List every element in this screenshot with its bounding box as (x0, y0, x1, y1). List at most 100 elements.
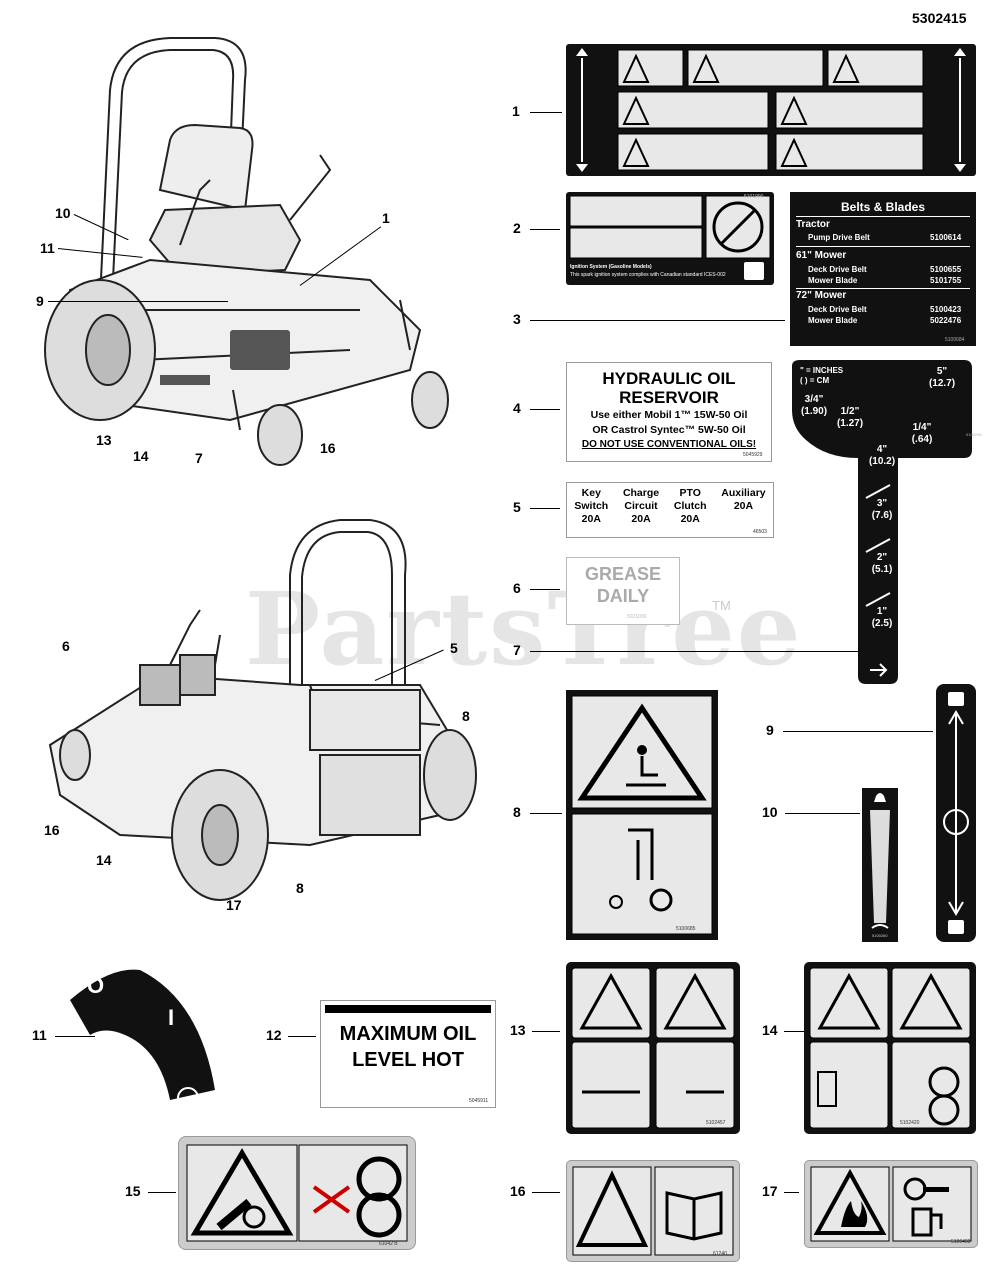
callout-top-13: 13 (96, 432, 112, 448)
ref-6: 6 (513, 580, 521, 596)
decal-7-tick-5: 5"(12.7) (928, 366, 956, 389)
decal-15-safety: 61042 B (178, 1136, 416, 1250)
decal-6-grease-daily: GREASE DAILY 5021036 (566, 557, 680, 625)
ref-5: 5 (513, 499, 521, 515)
ref-9: 9 (766, 722, 774, 738)
callout-top-7: 7 (195, 450, 203, 466)
decal-16-icons (572, 1166, 734, 1256)
decal-7-tick-4: 4"(10.2) (868, 444, 896, 467)
callout-top-16: 16 (320, 440, 336, 456)
part-number: 5302415 (912, 10, 967, 26)
decal-11-on: I (168, 1005, 175, 1030)
decal-3-row-61-belt-pn: 5100655 (930, 265, 962, 274)
decal-7-legend1: " = INCHES (800, 366, 844, 375)
decal-12-line2: LEVEL HOT (352, 1049, 464, 1071)
ref-14: 14 (762, 1022, 778, 1038)
decal-14-safety: 5102420 (804, 962, 976, 1134)
decal-3-code: 5100684 (945, 337, 965, 343)
decal-12-max-oil: MAXIMUM OIL LEVEL HOT 5045911 (320, 1000, 496, 1108)
decal-17-icons (810, 1166, 972, 1242)
decal-7-tick-34: 3/4"(1.90) (800, 394, 828, 417)
ref-7: 7 (513, 642, 521, 658)
decal-2-code: 5101990 (744, 194, 764, 200)
decal-9-parking-brake (936, 684, 976, 942)
decal-3-row-61-belt-name: Deck Drive Belt (808, 265, 867, 274)
decal-8-rollover: 5100685 (566, 690, 718, 940)
decal-3-row-61-blade-name: Mower Blade (808, 276, 858, 285)
decal-4-line5: DO NOT USE CONVENTIONAL OILS! (581, 439, 757, 450)
callout-top-14: 14 (133, 448, 149, 464)
decal-6-line2: DAILY (596, 586, 650, 606)
decal-8-icons (571, 695, 713, 935)
decal-16-safety: 61240 (566, 1160, 740, 1262)
decal-2-safety: 5101990 Ignition System (Gasoline Models… (566, 192, 774, 285)
decal-11-off: O (87, 973, 105, 998)
ref-17: 17 (762, 1183, 778, 1199)
decal-3-heading-61: 61" Mower (796, 250, 847, 261)
decal-3-row-pump-pn: 5100614 (930, 233, 962, 242)
decal-12-code: 5045911 (469, 1098, 489, 1104)
ref-16: 16 (510, 1183, 526, 1199)
callout-top-9: 9 (36, 293, 44, 309)
decal-2-footer-text: This spark ignition system complies with… (570, 272, 726, 278)
decal-3-row-72-belt-name: Deck Drive Belt (808, 305, 867, 314)
callout-bottom-14: 14 (96, 852, 112, 868)
decal-2-footer-title: Ignition System (Gasoline Models) (570, 264, 652, 270)
decal-2-csa-logo (744, 262, 764, 280)
callout-top-11: 11 (40, 240, 55, 256)
decal-6-code: 5021036 (627, 614, 647, 620)
decal-14-code: 5102420 (900, 1120, 920, 1126)
decal-7-tick-2: 2"(5.1) (871, 552, 893, 575)
callout-top-10: 10 (55, 205, 71, 221)
callout-bottom-8a: 8 (462, 708, 470, 724)
ref-3: 3 (513, 311, 521, 327)
decal-7-legend2: ( ) = CM (800, 376, 830, 385)
decal-15-icons (186, 1144, 408, 1242)
ref-2: 2 (513, 220, 521, 236)
mower-illustration-top (44, 37, 449, 466)
decal-3-row-72-belt-pn: 5100423 (930, 305, 962, 314)
ref-8: 8 (513, 804, 521, 820)
decal-3-belts-blades: Belts & Blades Tractor Pump Drive Belt 5… (790, 192, 976, 346)
callout-top-1: 1 (382, 210, 390, 226)
watermark: PartsTree (245, 570, 803, 688)
decal-3-row-pump-name: Pump Drive Belt (808, 233, 870, 242)
callout-bottom-17: 17 (226, 897, 242, 913)
ref-11: 11 (32, 1027, 47, 1043)
ref-15: 15 (125, 1183, 141, 1199)
decal-7-tick-1: 1"(2.5) (871, 606, 893, 629)
decal-7-tick-14: 1/4"(.64) (911, 422, 933, 445)
decal-6-line1: GREASE (584, 564, 662, 584)
decal-17-code: 5100408 (951, 1239, 971, 1245)
callout-bottom-5: 5 (450, 640, 458, 656)
decal-3-heading-72: 72" Mower (796, 290, 847, 301)
watermark-tm: TM (712, 598, 731, 613)
mower-illustration-bottom (48, 519, 477, 901)
decal-3-row-72-blade-name: Mower Blade (808, 316, 858, 325)
decal-12-line1: MAXIMUM OIL (339, 1023, 477, 1045)
decal-13-icons (571, 967, 735, 1129)
callout-bottom-16: 16 (44, 822, 60, 838)
decal-4-line4: OR Castrol Syntec™ 5W-50 Oil (592, 424, 746, 436)
ref-1: 1 (512, 103, 520, 119)
decal-4-code: 5045929 (743, 452, 763, 458)
decal-16-code: 61240 (713, 1251, 727, 1257)
decal-10-throttle (862, 788, 898, 942)
decal-4-line3: Use either Mobil 1™ 15W-50 Oil (590, 409, 748, 421)
decal-3-row-72-blade-pn: 5022476 (930, 316, 962, 325)
decal-7-tick-12: 1/2"(1.27) (836, 406, 864, 429)
ref-4: 4 (513, 400, 521, 416)
ref-12: 12 (266, 1027, 282, 1043)
decal-13-safety: 5102457 (566, 962, 740, 1134)
decal-3-row-61-blade-pn: 5101755 (930, 276, 962, 285)
decal-4-hydraulic-oil: HYDRAULIC OIL RESERVOIR Use either Mobil… (566, 362, 772, 462)
ref-13: 13 (510, 1022, 526, 1038)
decal-17-safety: 5100408 (804, 1160, 978, 1248)
decal-7-height-gauge-shape (792, 360, 972, 684)
decal-7-code: 5100749 (966, 432, 982, 437)
